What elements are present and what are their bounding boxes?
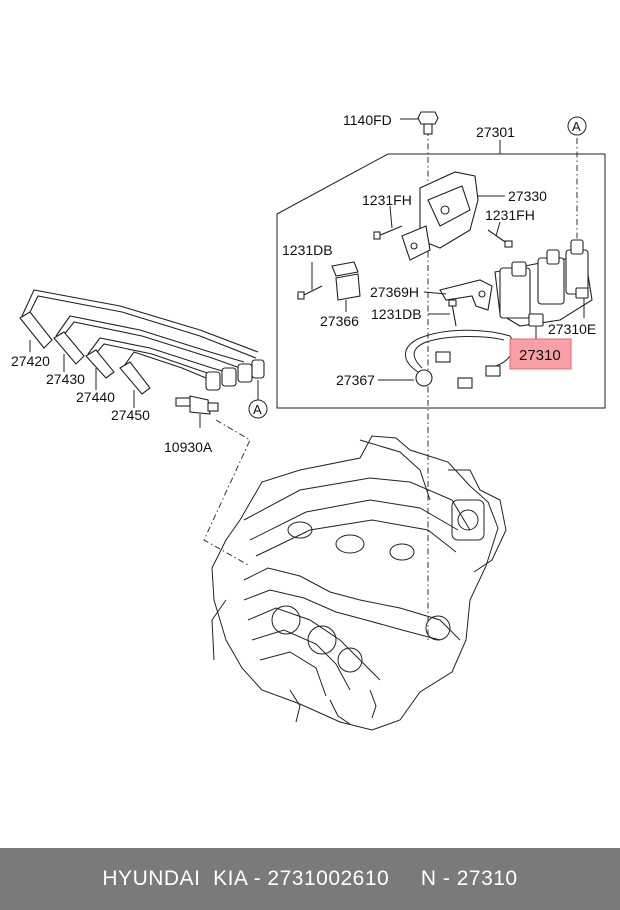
parts-diagram: 1140FD 27301 27330 1231FH 1231FH 1231DB … xyxy=(11,111,606,731)
label-27367: 27367 xyxy=(336,372,375,388)
svg-text:A: A xyxy=(253,402,262,417)
label-27440: 27440 xyxy=(76,389,115,405)
wiring-harness-27367-icon xyxy=(378,329,514,389)
label-27369h: 27369H xyxy=(370,284,419,300)
bolt-1231fh-left-icon xyxy=(373,205,403,240)
plug-to-engine-line xyxy=(203,419,251,567)
highlight-27310 xyxy=(509,338,572,370)
label-27330: 27330 xyxy=(508,188,547,204)
callout-a-top: A xyxy=(567,116,587,136)
engine-block-icon xyxy=(211,435,507,731)
label-27450: 27450 xyxy=(111,407,150,423)
label-27310: 27310 xyxy=(519,347,561,364)
label-27366: 27366 xyxy=(320,313,359,329)
footer-part-number: HYUNDAI KIA - 2731002610 N - 27310 xyxy=(102,867,518,890)
callout-a-wire: A xyxy=(248,380,268,419)
label-1140fd: 1140FD xyxy=(343,112,392,128)
label-1231fh-left: 1231FH xyxy=(362,192,412,208)
ignition-coil-27310-icon xyxy=(494,239,593,346)
assembly-box xyxy=(276,153,606,409)
label-1231fh-right: 1231FH xyxy=(485,207,535,223)
spark-plug-wires-icon xyxy=(19,289,265,408)
bracket-27369h-icon xyxy=(423,279,493,311)
footer-bar: HYUNDAI KIA - 2731002610 N - 27310 xyxy=(0,848,620,910)
bolt-1231db-right-icon xyxy=(428,299,457,327)
label-1231db-right: 1231DB xyxy=(371,306,422,322)
bolt-1231fh-right-icon xyxy=(487,221,513,248)
label-27310e: 27310E xyxy=(548,321,596,337)
bracket-27330-icon xyxy=(401,171,505,261)
spark-plug-10930a-icon xyxy=(175,395,219,428)
bolt-1231db-left-icon xyxy=(297,262,323,300)
svg-text:A: A xyxy=(572,119,581,134)
label-10930a: 10930A xyxy=(164,439,213,455)
label-27301: 27301 xyxy=(476,124,515,140)
label-27430: 27430 xyxy=(46,371,85,387)
label-1231db-left: 1231DB xyxy=(282,242,333,258)
label-27420: 27420 xyxy=(11,353,50,369)
bolt-1140fd-icon xyxy=(400,111,439,135)
clip-27366-icon xyxy=(331,261,361,312)
